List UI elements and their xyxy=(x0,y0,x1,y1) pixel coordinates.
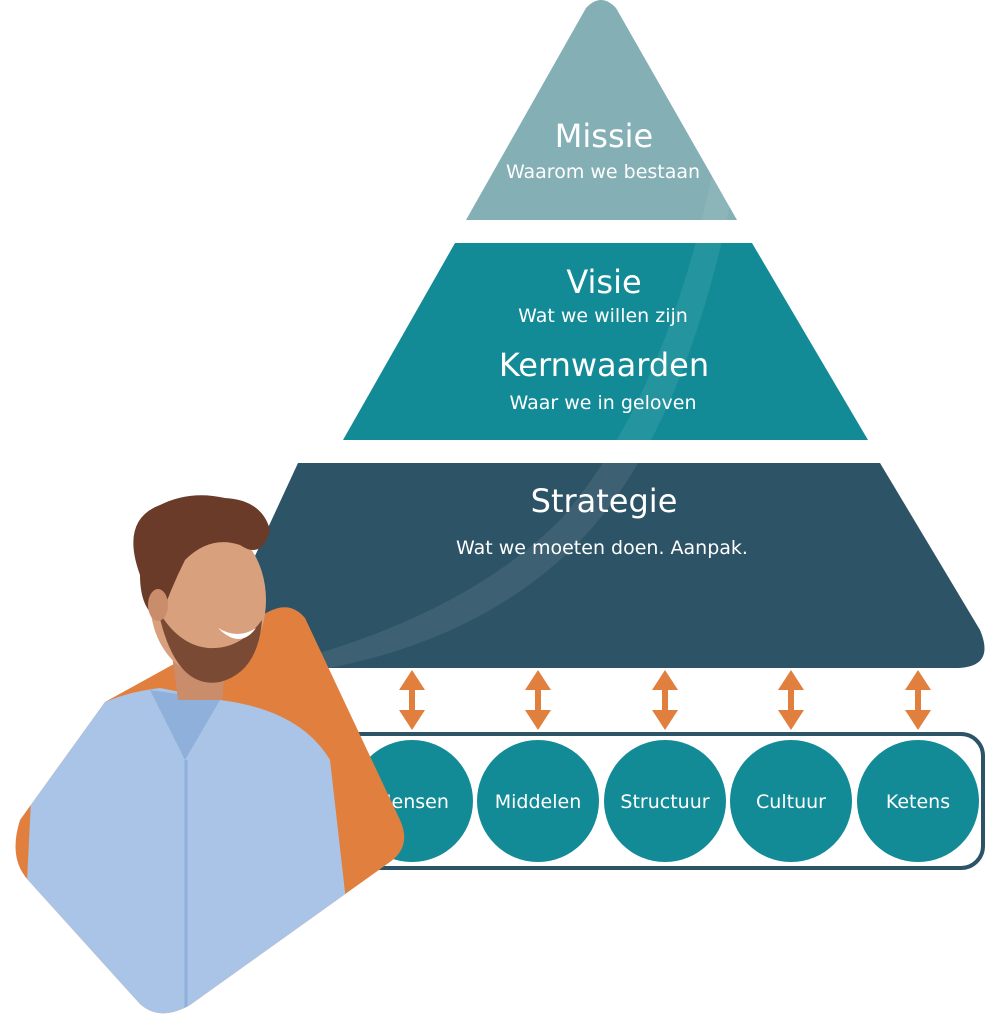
kernwaarden-subtitle: Waar we in geloven xyxy=(510,392,697,414)
pillar-structuur: Structuur xyxy=(604,740,726,862)
visie-title: Visie xyxy=(566,263,641,301)
arrow-icon xyxy=(905,670,931,730)
pillar-middelen: Middelen xyxy=(477,740,599,862)
pillar-row: Mensen Middelen Structuur Cultuur Ketens xyxy=(351,740,979,862)
arrow-icon xyxy=(399,670,425,730)
arrow-icon xyxy=(652,670,678,730)
visie-tier xyxy=(343,243,868,440)
arrow-icon xyxy=(525,670,551,730)
hair xyxy=(133,495,270,620)
missie-tier xyxy=(466,0,737,220)
pillar-label: Ketens xyxy=(886,791,950,813)
pillar-ketens: Ketens xyxy=(857,740,979,862)
missie-title: Missie xyxy=(555,117,653,155)
pillar-label: Cultuur xyxy=(756,791,826,813)
arrows xyxy=(399,670,931,730)
pillar-cultuur: Cultuur xyxy=(730,740,852,862)
pillar-label: Middelen xyxy=(495,791,582,813)
person-illustration xyxy=(15,495,405,1014)
strategie-tier xyxy=(230,463,985,668)
visie-subtitle: Wat we willen zijn xyxy=(518,305,688,327)
pillar-label: Structuur xyxy=(620,791,709,813)
strategie-subtitle: Wat we moeten doen. Aanpak. xyxy=(456,537,748,559)
strategie-title: Strategie xyxy=(531,482,678,520)
arrow-icon xyxy=(778,670,804,730)
kernwaarden-title: Kernwaarden xyxy=(499,346,709,384)
missie-subtitle: Waarom we bestaan xyxy=(506,161,700,183)
